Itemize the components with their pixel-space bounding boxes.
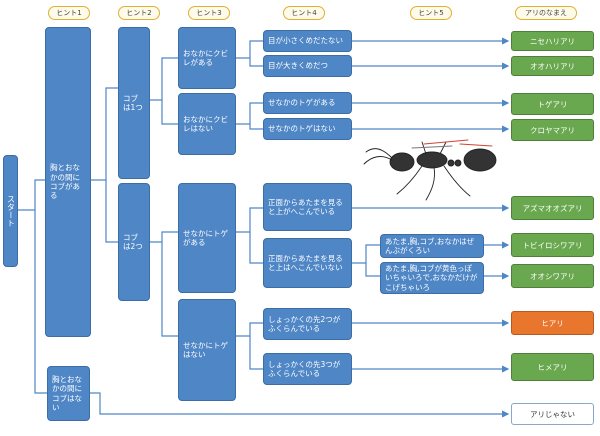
hint2-one-bump-label: コブは1つ [123,93,143,112]
hint3-no-spines[interactable]: せなかにトゲはない [178,299,236,401]
hint1-header: ヒント1 [48,6,90,20]
hint4-header: ヒント4 [283,6,325,20]
hint4-head-dented[interactable]: 正面からあたまを見ると上がへこんでいる [263,183,352,231]
hint3-waist-label: おなかにクビレがある [183,48,228,67]
hint4-head-not-dented-label: 正面からあたまを見ると上はへこんでいない [268,253,343,272]
hint4-antenna-2-label: しょっかくの先2つがふくらんでいる [268,314,341,333]
hint4-head-not-dented[interactable]: 正面からあたまを見ると上はへこんでいない [263,238,352,288]
start-node[interactable]: スタート [3,155,18,267]
hint1-has-bump[interactable]: 胸とおなかの間にコブがある [45,27,91,337]
hint3-no-waist[interactable]: おなかにクビレはない [178,93,236,155]
hint4-antenna-3[interactable]: しょっかくの先3つがふくらんでいる [263,353,352,385]
hint4-small-eyes-label: 目が小さくめだたない [268,36,343,46]
hint3-header: ヒント3 [188,6,230,20]
hint2-two-bumps-label: コブは2つ [123,232,143,251]
hint4-big-eyes-label: 目が大きくめだつ [268,61,328,71]
answer-header: アリのなまえ [515,6,577,20]
hint1-has-bump-label: 胸とおなかの間にコブがある [50,163,80,201]
hint1-no-bump[interactable]: 胸とおなかの間にコブはない [47,366,90,421]
result-not-ant[interactable]: アリじゃない [511,403,594,425]
hint4-big-eyes[interactable]: 目が大きくめだつ [263,55,352,77]
result-hiari[interactable]: ヒアリ [511,311,594,335]
hint4-back-spines[interactable]: せなかのトゲがある [263,92,352,114]
result-nise-hari-ari[interactable]: ニセハリアリ [511,31,594,51]
hint4-antenna-2[interactable]: しょっかくの先2つがふくらんでいる [263,308,352,340]
hint3-spines-label: せなかにトゲがある [183,228,228,247]
result-oo-hari-ari[interactable]: オオハリアリ [511,56,594,76]
hint3-no-waist-label: おなかにクビレはない [183,114,228,133]
result-tobiiro-shiwa-ari[interactable]: トビイロシワアリ [511,233,594,257]
hint5-yellowish[interactable]: あたま,胸,コブが黄色っぽいちゃいろで,おなかだけがこげちゃいろ [380,262,484,294]
result-azuma-oozu-ari[interactable]: アズマオオズアリ [511,196,594,220]
hint2-one-bump[interactable]: コブは1つ [118,27,150,179]
result-oo-shiwa-ari[interactable]: オオシワアリ [511,264,594,288]
hint4-head-dented-label: 正面からあたまを見ると上がへこんでいる [268,197,343,216]
hint3-spines[interactable]: せなかにトゲがある [178,183,236,293]
hint5-all-black[interactable]: あたま,胸,コブ,おなかはぜんぶがくろい [380,234,484,258]
hint5-all-black-label: あたま,胸,コブ,おなかはぜんぶがくろい [385,236,475,255]
hint4-antenna-3-label: しょっかくの先3つがふくらんでいる [268,359,341,378]
hint4-back-spines-label: せなかのトゲがある [268,98,336,108]
hint2-two-bumps[interactable]: コブは2つ [118,183,150,301]
hint4-back-no-spines-label: せなかのトゲはない [268,124,336,134]
hint3-no-spines-label: せなかにトゲはない [183,340,228,359]
result-kuroyama-ari[interactable]: クロヤマアリ [511,119,594,141]
hint5-header: ヒント5 [410,6,452,20]
ant-illustration [363,139,497,201]
result-hime-ari[interactable]: ヒメアリ [511,353,594,381]
hint1-no-bump-label: 胸とおなかの間にコブはない [52,374,82,412]
hint3-waist[interactable]: おなかにクビレがある [178,27,236,89]
hint2-header: ヒント2 [118,6,160,20]
hint5-yellowish-label: あたま,胸,コブが黄色っぽいちゃいろで,おなかだけがこげちゃいろ [385,263,478,292]
start-label: スタート [6,195,16,227]
result-toge-ari[interactable]: トゲアリ [511,93,594,115]
hint4-small-eyes[interactable]: 目が小さくめだたない [263,30,352,52]
hint4-back-no-spines[interactable]: せなかのトゲはない [263,118,352,140]
